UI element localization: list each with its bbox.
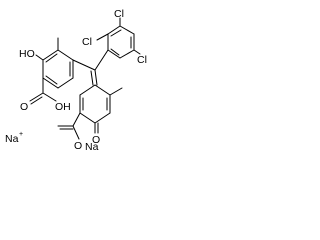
- bond-trichlorophenyl-inner-3: [110, 48, 120, 56]
- bond-trichlorophenyl-5: [107, 49, 121, 59]
- bond-right-ring-4: [79, 112, 96, 124]
- bond-trichlorophenyl-1: [107, 25, 121, 35]
- atom-carboxyl-oh: OH: [55, 101, 71, 113]
- atom-carboxyl-o: O: [20, 101, 28, 113]
- bond-ester-c: [72, 112, 81, 127]
- bond-left-ring-5: [57, 77, 74, 89]
- bond-right-ring-3: [94, 112, 111, 124]
- bond-left-ring-2: [42, 49, 59, 61]
- bond-trichlorophenyl-4: [119, 49, 135, 59]
- bond-methyl-right: [109, 87, 123, 96]
- bond-ester-o: [72, 125, 80, 140]
- sodium-ion: Na: [5, 133, 19, 145]
- atom-cl-right: Cl: [137, 54, 147, 66]
- bond-left-ring-4: [42, 77, 59, 89]
- atom-ketone-o: O: [92, 134, 100, 146]
- atom-hydroxyl: HO: [19, 48, 35, 60]
- bond-right-ring-1: [94, 84, 111, 96]
- chemical-structure-diagram: Cl Cl Cl HO O OH O O Na Na +: [5, 8, 147, 153]
- bond-central-to-phenyl: [94, 49, 109, 71]
- atom-cl-left: Cl: [82, 36, 92, 48]
- bond-right-ring-6: [79, 84, 96, 96]
- bond-carboxyl-left-co-b: [30, 96, 43, 105]
- atom-cl-top: Cl: [114, 8, 124, 20]
- bond-cl-right: [133, 49, 141, 55]
- bond-left-ring-inner-1: [45, 53, 58, 63]
- bond-carboxyl-left-oh: [42, 92, 57, 102]
- bond-carboxyl-left-co-a: [29, 92, 44, 102]
- bond-hydroxyl-left: [35, 54, 44, 61]
- bond-trichlorophenyl-inner-1: [110, 29, 122, 37]
- atom-ester-o: O: [74, 140, 82, 152]
- bond-trichlorophenyl-2: [119, 25, 135, 35]
- bond-central-to-left-ring: [72, 59, 96, 71]
- bond-left-ring-1: [57, 49, 74, 61]
- bonds: [29, 17, 141, 140]
- bond-cl-left: [96, 33, 109, 41]
- atom-ester-na: Na: [85, 141, 99, 153]
- bond-central-to-right-ring-b: [90, 70, 94, 86]
- bond-central-to-right-ring-a: [94, 69, 98, 86]
- bond-left-ring-inner-2: [45, 75, 58, 85]
- sodium-ion-charge: +: [19, 131, 23, 138]
- atom-labels: Cl Cl Cl HO O OH O O Na Na +: [5, 8, 147, 153]
